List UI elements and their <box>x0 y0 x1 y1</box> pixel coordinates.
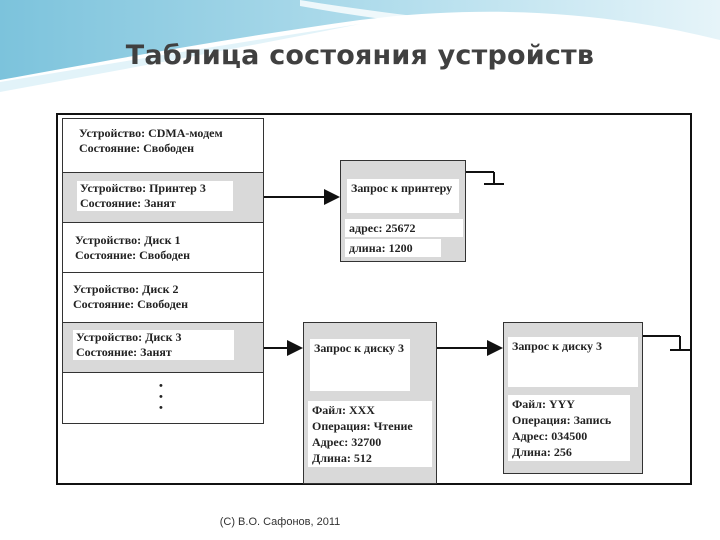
device-label: Устройство: Диск 3 <box>73 330 234 345</box>
table-row: Устройство: CDMA-модем Состояние: Свобод… <box>63 119 263 173</box>
device-label: Устройство: Диск 1 <box>75 233 181 247</box>
header-wave-decoration <box>0 0 720 92</box>
printer-request-address: адрес: 25672 <box>345 219 463 237</box>
printer-request-length: длина: 1200 <box>345 239 441 257</box>
disk-request-1-operation: Операция: Чтение <box>308 417 432 435</box>
disk-ground-terminator <box>643 335 690 351</box>
more-rows-ellipsis: • • • <box>159 380 163 414</box>
device-state-table: Устройство: CDMA-модем Состояние: Свобод… <box>62 118 264 424</box>
printer-request-title: Запрос к принтеру <box>347 179 459 213</box>
disk-request-box-1: Запрос к диску 3 Файл: ХХХ Операция: Чте… <box>303 322 437 484</box>
disk-request-2-address: Адрес: 034500 <box>508 427 630 445</box>
footer-copyright: (С) В.О. Сафонов, 2011 <box>219 516 341 528</box>
state-label: Состояние: Занят <box>77 196 233 211</box>
table-row: Устройство: Принтер 3 Состояние: Занят <box>63 173 263 223</box>
printer-request-box: Запрос к принтеру адрес: 25672 длина: 12… <box>340 160 466 262</box>
slide-title: Таблица состояния устройств <box>125 40 595 71</box>
disk-request-2-title: Запрос к диску 3 <box>508 337 638 387</box>
printer-ground-terminator <box>466 171 504 185</box>
disk-request-2-operation: Операция: Запись <box>508 411 630 429</box>
disk-request-1-title: Запрос к диску 3 <box>310 339 410 391</box>
device-label: Устройство: Диск 2 <box>73 282 179 296</box>
table-row: Устройство: Диск 3 Состояние: Занят <box>63 323 263 373</box>
disk-request-1-file: Файл: ХХХ <box>308 401 432 419</box>
disk-request-2-file: Файл: YYY <box>508 395 630 413</box>
state-label: Состояние: Занят <box>73 345 234 360</box>
disk-request-box-2: Запрос к диску 3 Файл: YYY Операция: Зап… <box>503 322 643 474</box>
disk-request-1-address: Адрес: 32700 <box>308 433 432 451</box>
table-row: Устройство: Диск 2 Состояние: Свободен <box>63 273 263 323</box>
disk-request-2-length: Длина: 256 <box>508 443 630 461</box>
state-label: Состояние: Свободен <box>75 248 191 262</box>
state-label: Состояние: Свободен <box>79 141 195 155</box>
table-row: Устройство: Диск 1 Состояние: Свободен <box>63 223 263 273</box>
device-label: Устройство: CDMA-модем <box>79 126 223 140</box>
device-label: Устройство: Принтер 3 <box>77 181 233 196</box>
state-label: Состояние: Свободен <box>73 297 189 311</box>
disk-request-1-length: Длина: 512 <box>308 449 432 467</box>
